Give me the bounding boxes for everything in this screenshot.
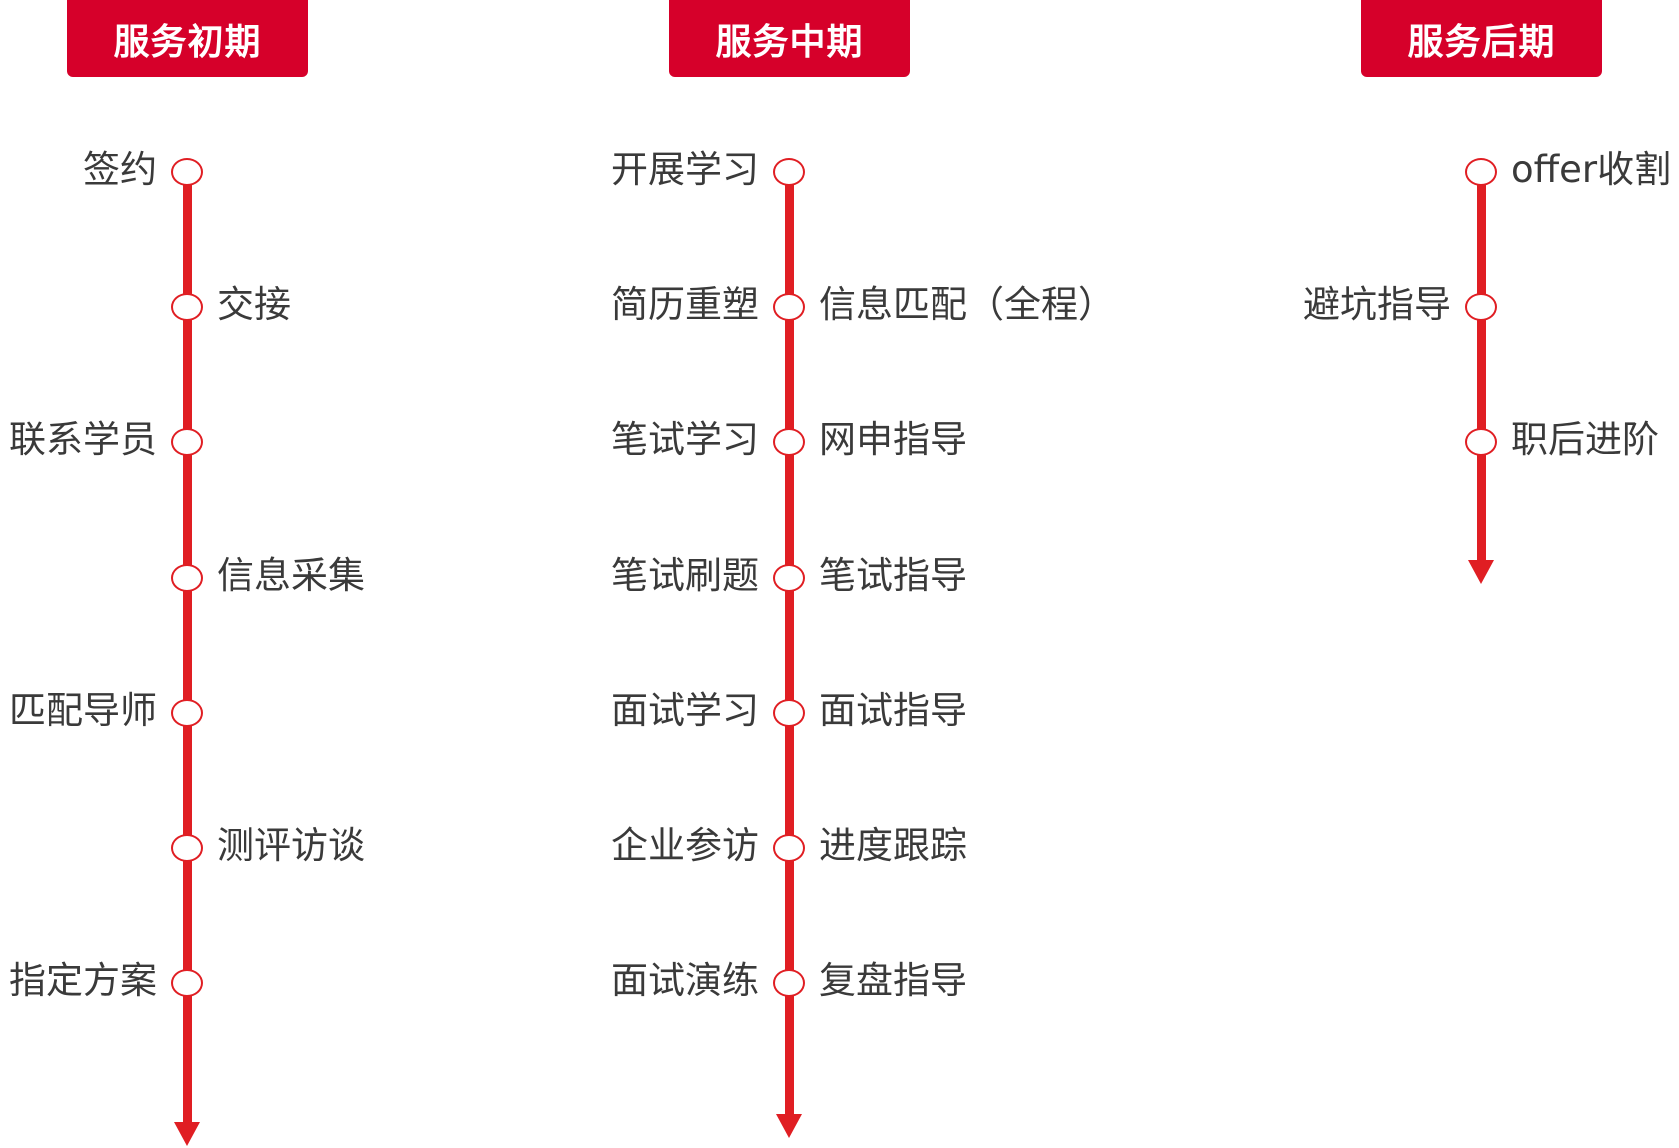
timeline-node-circle: [171, 969, 203, 997]
step-label-right: 信息采集: [217, 554, 365, 597]
step-label-right: 测评访谈: [217, 824, 365, 867]
timeline-node-circle: [171, 158, 203, 186]
step-label-left: 面试演练: [611, 959, 759, 1002]
timeline-node-circle: [1465, 293, 1497, 321]
timeline-line: [784, 172, 794, 1116]
timeline-node-circle: [773, 293, 805, 321]
arrow-down-icon: [174, 1122, 200, 1146]
step-label-right: 进度跟踪: [819, 824, 967, 867]
timeline-node-circle: [773, 158, 805, 186]
timeline-node-circle: [171, 428, 203, 456]
timeline-node-circle: [171, 564, 203, 592]
timeline-node-circle: [773, 834, 805, 862]
step-label-right: offer收割: [1511, 148, 1672, 191]
step-label-left: 笔试学习: [611, 418, 759, 461]
timeline-line: [182, 172, 192, 1124]
phase-header: 服务后期: [1361, 0, 1602, 77]
step-label-left: 联系学员: [9, 418, 157, 461]
phase-header: 服务中期: [669, 0, 910, 77]
step-label-left: 笔试刷题: [611, 554, 759, 597]
step-label-right: 网申指导: [819, 418, 967, 461]
step-label-right: 复盘指导: [819, 959, 967, 1002]
timeline-node-circle: [1465, 428, 1497, 456]
phase-header: 服务初期: [67, 0, 308, 77]
step-label-left: 企业参访: [611, 824, 759, 867]
timeline-node-circle: [1465, 158, 1497, 186]
step-label-right: 职后进阶: [1511, 418, 1659, 461]
step-label-left: 匹配导师: [9, 689, 157, 732]
step-label-right: 信息匹配（全程）: [819, 283, 1115, 326]
arrow-down-icon: [776, 1114, 802, 1138]
step-label-left: 面试学习: [611, 689, 759, 732]
step-label-left: 避坑指导: [1303, 283, 1451, 326]
timeline-node-circle: [773, 428, 805, 456]
step-label-right: 面试指导: [819, 689, 967, 732]
timeline-node-circle: [773, 564, 805, 592]
arrow-down-icon: [1468, 560, 1494, 584]
timeline-node-circle: [773, 699, 805, 727]
timeline-node-circle: [171, 293, 203, 321]
step-label-left: 指定方案: [9, 959, 157, 1002]
step-label-left: 开展学习: [611, 148, 759, 191]
timeline-node-circle: [171, 699, 203, 727]
step-label-right: 交接: [217, 283, 291, 326]
timeline-node-circle: [773, 969, 805, 997]
step-label-left: 简历重塑: [611, 283, 759, 326]
timeline-line: [1476, 172, 1486, 562]
step-label-left: 签约: [83, 148, 157, 191]
step-label-right: 笔试指导: [819, 554, 967, 597]
timeline-node-circle: [171, 834, 203, 862]
